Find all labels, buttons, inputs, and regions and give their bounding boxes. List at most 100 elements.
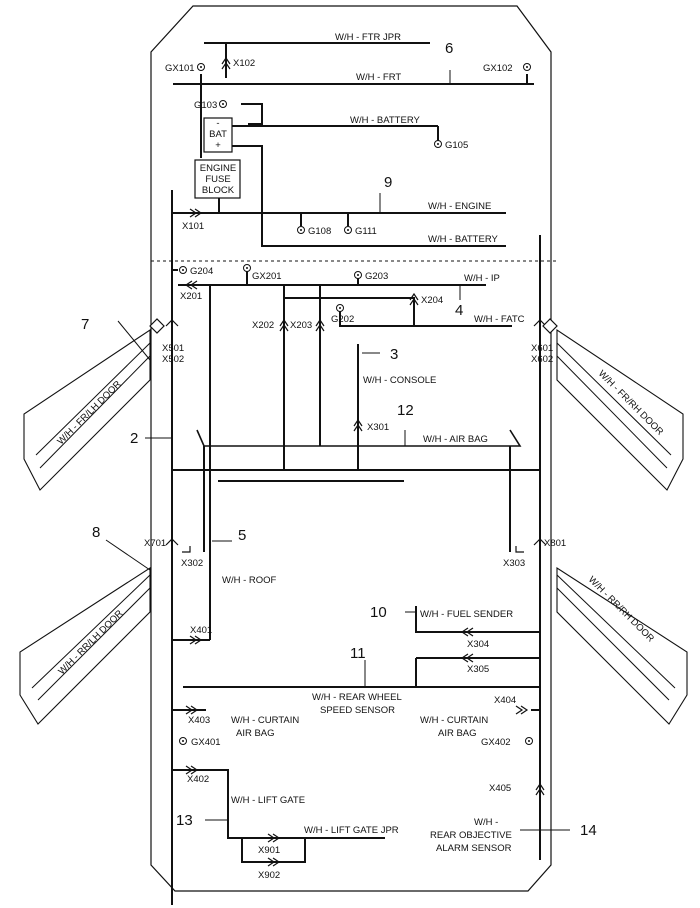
wiring-lines [171,42,541,905]
harness-lift-gate-label: W/H - LIFT GATE [231,795,305,806]
harness-rear-wheel-label-2: SPEED SENSOR [320,705,395,716]
connector-x801-label: X801 [544,538,566,549]
connector-x201-label: X201 [180,291,202,302]
harness-rear-wheel-label-1: W/H - REAR WHEEL [312,692,402,703]
ground-g103 [219,100,227,108]
connector-x204-label: X204 [421,295,443,306]
callout-10: 10 [370,604,387,621]
ground-gx201-label: GX201 [252,271,282,282]
battery-label: BAT [209,129,227,140]
ground-g202-label: G202 [331,314,354,325]
connector-x901-label: X901 [258,845,280,856]
ground-g111-label: G111 [355,226,377,237]
ground-g203-label: G203 [365,271,388,282]
harness-frt-label: W/H - FRT [356,72,401,83]
battery-minus-label: - [216,118,219,129]
harness-rear-objective-label-1: W/H - [474,817,498,828]
harness-lift-gate-jpr-label: W/H - LIFT GATE JPR [304,825,399,836]
callout-3: 3 [390,346,398,363]
harness-fuel-sender-label: W/H - FUEL SENDER [420,609,513,620]
connector-x403-label: X403 [188,715,210,726]
harness-curtain-right-label-2: AIR BAG [438,728,477,739]
callout-13: 13 [176,812,193,829]
ground-gx101 [197,63,205,71]
engine-fuse-block-label-3: BLOCK [202,185,235,196]
callout-2: 2 [130,430,138,447]
engine-fuse-block [194,159,241,199]
ground-symbols [179,63,533,745]
ground-gx101-label: GX101 [165,63,195,74]
ground-g204 [179,266,187,274]
ground-gx402 [525,737,533,745]
callout-12: 12 [397,402,414,419]
ground-g108-label: G108 [308,226,331,237]
battery-plus-label: + [215,140,221,151]
harness-curtain-left-label-2: AIR BAG [236,728,275,739]
harness-air-bag-label: W/H - AIR BAG [423,434,488,445]
ground-gx402-label: GX402 [481,737,511,748]
callout-7: 7 [81,316,89,333]
ground-gx102-label: GX102 [483,63,513,74]
connector-x902-label: X902 [258,870,280,881]
vehicle-body-outline [150,5,552,892]
callout-4: 4 [455,302,463,319]
harness-rear-objective-label-3: ALARM SENSOR [436,843,512,854]
harness-ftr-jpr-label: W/H - FTR JPR [335,32,401,43]
harness-fatc-label: W/H - FATC [474,314,525,325]
harness-battery-2-label: W/H - BATTERY [428,234,499,245]
engine-fuse-block-label-1: ENGINE [200,163,236,174]
door-harness-rr-lh [19,566,151,725]
connector-x501-label: X501 [162,343,184,354]
connector-x602-label: X602 [531,354,553,365]
ground-g103-label: G103 [194,100,217,111]
ground-g105-label: G105 [445,140,468,151]
ground-g202 [336,304,344,312]
connector-x202-label: X202 [252,320,274,331]
connector-x601-label: X601 [531,343,553,354]
door-harness-fr-rh [556,328,684,491]
callout-5: 5 [238,527,246,544]
harness-curtain-left-label-1: W/H - CURTAIN [231,715,299,726]
connector-x305-label: X305 [467,664,489,675]
ground-gx201 [243,264,251,272]
connector-x402-label: X402 [187,774,209,785]
connector-x304-label: X304 [467,639,489,650]
ground-g108 [297,226,305,234]
connector-x405-label: X405 [489,783,511,794]
harness-curtain-right-label-1: W/H - CURTAIN [420,715,488,726]
ground-gx401 [179,737,187,745]
callout-11: 11 [350,645,366,662]
connector-x302-label: X302 [181,558,203,569]
connector-x404-label: X404 [494,695,516,706]
door-harness-fr-lh [23,328,151,491]
battery [203,117,233,153]
engine-fuse-block-label-2: FUSE [205,174,230,185]
connector-x303-label: X303 [503,558,525,569]
leader-lines [105,70,570,831]
ground-gx102 [523,63,531,71]
harness-ip-label: W/H - IP [464,273,500,284]
callout-6: 6 [445,40,453,57]
connector-x101-label: X101 [182,221,204,232]
ground-g204-label: G204 [190,266,213,277]
harness-battery-label: W/H - BATTERY [350,115,421,126]
ground-g111 [344,226,352,234]
ground-gx401-label: GX401 [191,737,221,748]
harness-rear-objective-label-2: REAR OBJECTIVE [430,830,512,841]
connector-x502-label: X502 [162,354,184,365]
ground-g203 [354,271,362,279]
connector-x701-label: X701 [144,538,166,549]
harness-engine-label: W/H - ENGINE [428,201,491,212]
connector-markers [165,56,547,867]
harness-roof-label: W/H - ROOF [222,575,277,586]
door-connectors [149,318,558,334]
connector-x401-label: X401 [190,625,212,636]
callout-8: 8 [92,524,100,541]
connector-x203-label: X203 [290,320,312,331]
door-harness-rr-rh [556,566,688,725]
harness-console-label: W/H - CONSOLE [363,375,436,386]
callout-9: 9 [384,174,392,191]
connector-x102-label: X102 [233,58,255,69]
connector-x301-label: X301 [367,422,389,433]
